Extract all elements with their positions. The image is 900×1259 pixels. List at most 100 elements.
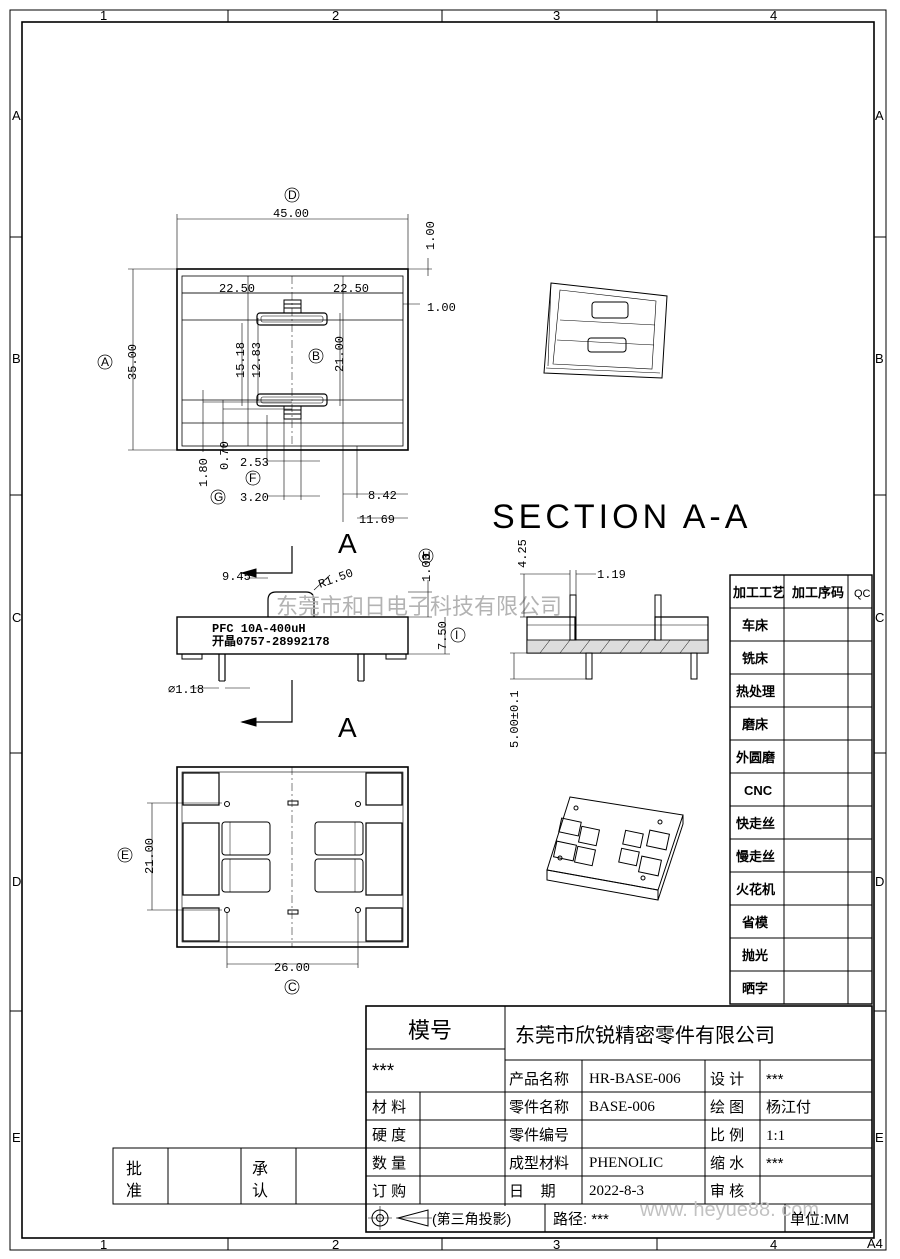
row-label-A: A — [12, 108, 21, 123]
balloon-G — [210, 489, 226, 505]
mold-no-value: *** — [372, 1061, 395, 1082]
col-label-2: 2 — [332, 8, 339, 23]
reviewer-label: 审 核 — [710, 1183, 744, 1200]
process-row-10: 省模 — [741, 915, 769, 930]
process-header-process: 加工工艺 — [732, 585, 785, 600]
dim-1-00-front: 1.00 — [420, 553, 434, 582]
dim-35: 35.00 — [126, 344, 140, 380]
row-label-C-right: C — [875, 610, 884, 625]
balloon-I — [450, 627, 466, 643]
approve-label-2: 准 — [126, 1182, 142, 1200]
dim-label-I: I — [455, 628, 458, 642]
molding-material-label: 成型材料 — [509, 1155, 569, 1172]
row-label-D: D — [12, 874, 21, 889]
balloon-F — [245, 470, 261, 486]
balloon-D — [284, 187, 300, 203]
confirm-label-2: 认 — [252, 1182, 268, 1200]
col-label-2-bottom: 2 — [332, 1237, 339, 1252]
process-header-qc: QC — [854, 588, 871, 600]
row-label-B: B — [12, 351, 21, 366]
dim-5-00: 5.00±0.1 — [508, 690, 522, 748]
unit-label: 单位:MM — [790, 1211, 849, 1228]
dim-2-53: 2.53 — [240, 456, 269, 470]
isometric-view-bottom — [546, 796, 684, 901]
process-row-3: 热处理 — [736, 684, 775, 699]
designer-value: *** — [766, 1071, 784, 1088]
col-label-3-bottom: 3 — [553, 1237, 560, 1252]
process-row-1: 车床 — [742, 618, 769, 633]
balloon-H — [418, 548, 434, 564]
bottom-view-text: E 21.00 26.00 C — [117, 838, 310, 995]
dim-label-G: G — [214, 490, 223, 504]
col-label-4: 4 — [770, 8, 777, 23]
date-label: 日 期 — [509, 1183, 556, 1200]
shrinkage-value: *** — [766, 1155, 784, 1172]
dim-3-20: 3.20 — [240, 491, 269, 505]
row-label-C: C — [12, 610, 21, 625]
dim-label-D: D — [288, 188, 297, 202]
third-angle-projection-icon — [368, 1206, 432, 1230]
section-view — [526, 594, 709, 680]
material-label: 材 料 — [372, 1099, 406, 1116]
section-view-text: 4.25 1.19 5.00±0.1 — [508, 539, 626, 748]
front-view — [176, 546, 409, 727]
balloon-A — [97, 354, 113, 370]
dim-12-83: 12.83 — [250, 342, 264, 378]
sheet-size-label: A4 — [867, 1236, 883, 1251]
dim-1-19: 1.19 — [597, 568, 626, 582]
site-watermark: www. heyue88. com — [639, 1199, 819, 1221]
scale-value: 1:1 — [766, 1128, 785, 1144]
dim-8-42: 8.42 — [368, 489, 397, 503]
dim-1-80: 1.80 — [197, 458, 211, 487]
front-view-text: A A 9.45 R1.50 H 1.00 7.50 I ⌀1.18 PFC 1… — [168, 528, 562, 743]
balloon-C — [284, 979, 300, 995]
title-block-lines — [112, 1005, 873, 1233]
balloon-E — [117, 847, 133, 863]
approve-label-1: 批 — [126, 1160, 142, 1178]
top-view-dimension-text: D 45.00 1.00 22.50 22.50 1.00 A 35.00 15… — [97, 187, 456, 527]
row-label-D-right: D — [875, 874, 884, 889]
dim-diameter: ⌀1.18 — [168, 683, 204, 697]
company-watermark: 东莞市和日电子科技有限公司 — [276, 594, 562, 619]
process-header-sequence: 加工序码 — [791, 585, 844, 600]
dim-15-18: 15.18 — [234, 342, 248, 378]
sheet-border — [9, 9, 887, 1251]
row-label-E: E — [12, 1130, 21, 1145]
section-cut-label-bottom: A — [338, 712, 357, 743]
process-row-9: 火花机 — [736, 882, 775, 897]
drafter-label: 绘 图 — [710, 1099, 744, 1116]
row-label-A-right: A — [875, 108, 884, 123]
section-view-dimensions — [510, 570, 596, 680]
balloon-B — [308, 348, 324, 364]
dim-22-50-left: 22.50 — [219, 282, 255, 296]
product-name-value: HR-BASE-006 — [589, 1071, 681, 1087]
title-block-text: 模号 *** 东莞市欣锐精密零件有限公司 材 料 硬 度 数 量 订 购 产品名… — [126, 1018, 849, 1230]
row-label-B-right: B — [875, 351, 884, 366]
part-marking-line1: PFC 10A-400uH — [212, 622, 306, 636]
dim-21-bottom: 21.00 — [143, 838, 157, 874]
dim-label-E: E — [121, 848, 129, 862]
section-title: SECTION A-A — [492, 498, 751, 536]
process-row-11: 抛光 — [742, 948, 768, 963]
shrinkage-label: 缩 水 — [710, 1155, 744, 1172]
hardness-label: 硬 度 — [372, 1127, 406, 1144]
scale-label: 比 例 — [710, 1127, 744, 1144]
process-row-2: 铣床 — [742, 651, 769, 666]
dim-label-A: A — [101, 355, 109, 369]
mold-no-label: 模号 — [408, 1018, 452, 1043]
molding-material-value: PHENOLIC — [589, 1155, 663, 1171]
order-label: 订 购 — [372, 1183, 406, 1200]
process-row-7: 快走丝 — [736, 816, 775, 831]
designer-label: 设 计 — [710, 1071, 744, 1088]
top-view-dimensions — [128, 214, 432, 522]
dim-label-H: H — [422, 549, 431, 563]
dim-r1-50: R1.50 — [317, 566, 356, 591]
drafter-value: 杨江付 — [766, 1099, 811, 1116]
dim-11-69: 11.69 — [359, 513, 395, 527]
dim-9-45: 9.45 — [222, 570, 251, 584]
part-marking-line2: 开晶0757-28992178 — [212, 633, 330, 649]
bottom-view-dimensions — [147, 802, 359, 968]
company-name: 东莞市欣锐精密零件有限公司 — [515, 1024, 775, 1047]
path-label: 路径: *** — [553, 1211, 609, 1228]
